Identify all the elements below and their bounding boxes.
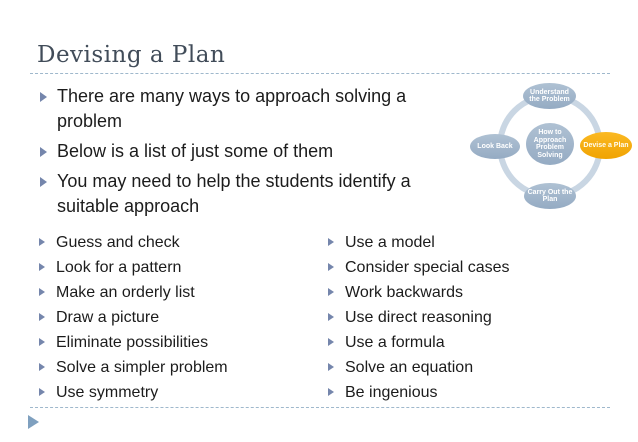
list-item: Make an orderly list: [30, 280, 319, 305]
intro-bullet-text: You may need to help the students identi…: [57, 171, 411, 216]
bullet-triangle-icon: [328, 363, 334, 371]
strategy-text: Eliminate possibilities: [56, 334, 209, 351]
diagram-node-carry-out-the-plan: Carry Out the Plan: [524, 183, 576, 209]
intro-bullet-text: Below is a list of just some of them: [57, 141, 334, 161]
list-item: Use direct reasoning: [319, 305, 608, 330]
bullet-triangle-icon: [328, 238, 334, 246]
bullet-triangle-icon: [328, 388, 334, 396]
strategy-text: Use symmetry: [56, 384, 159, 401]
bullet-triangle-icon: [39, 388, 45, 396]
strategy-column-left: Guess and check Look for a pattern Make …: [30, 230, 319, 405]
strategy-text: Look for a pattern: [56, 259, 182, 276]
bullet-triangle-icon: [40, 92, 47, 102]
list-item: Eliminate possibilities: [30, 330, 319, 355]
bullet-triangle-icon: [39, 363, 45, 371]
bullet-triangle-icon: [40, 147, 47, 157]
list-item: Draw a picture: [30, 305, 319, 330]
list-item: Use a model: [319, 230, 608, 255]
page-title: Devising a Plan: [37, 42, 226, 68]
diagram-node-center: How to Approach Problem Solving: [526, 123, 574, 165]
list-item: Below is a list of just some of them: [30, 139, 464, 164]
list-item: Look for a pattern: [30, 255, 319, 280]
strategy-text: Use a model: [345, 234, 435, 251]
bullet-triangle-icon: [39, 263, 45, 271]
strategy-text: Work backwards: [345, 284, 463, 301]
footer-arrow-icon: [28, 415, 39, 429]
strategy-text: Consider special cases: [345, 259, 510, 276]
list-item: Guess and check: [30, 230, 319, 255]
list-item: Be ingenious: [319, 380, 608, 405]
list-item: Solve a simpler problem: [30, 355, 319, 380]
strategy-text: Solve an equation: [345, 359, 474, 376]
title-divider: [30, 73, 610, 74]
diagram-node-understand-the-problem: Understand the Problem: [523, 83, 576, 109]
intro-bullet-text: There are many ways to approach solving …: [57, 86, 407, 131]
bullet-triangle-icon: [39, 238, 45, 246]
diagram-node-devise-a-plan: Devise a Plan: [580, 132, 632, 159]
bullet-triangle-icon: [40, 177, 47, 187]
strategy-text: Be ingenious: [345, 384, 438, 401]
bullet-triangle-icon: [39, 338, 45, 346]
list-item: Work backwards: [319, 280, 608, 305]
list-item: Consider special cases: [319, 255, 608, 280]
list-item: Use symmetry: [30, 380, 319, 405]
list-item: Use a formula: [319, 330, 608, 355]
footer-divider: [30, 407, 610, 408]
strategy-columns: Guess and check Look for a pattern Make …: [30, 230, 608, 405]
strategy-text: Solve a simpler problem: [56, 359, 228, 376]
strategy-text: Use direct reasoning: [345, 309, 492, 326]
bullet-triangle-icon: [328, 313, 334, 321]
strategy-text: Make an orderly list: [56, 284, 195, 301]
bullet-triangle-icon: [39, 313, 45, 321]
strategy-text: Draw a picture: [56, 309, 160, 326]
bullet-triangle-icon: [328, 288, 334, 296]
strategy-column-right: Use a model Consider special cases Work …: [319, 230, 608, 405]
bullet-triangle-icon: [328, 338, 334, 346]
list-item: Solve an equation: [319, 355, 608, 380]
list-item: You may need to help the students identi…: [30, 169, 464, 219]
bullet-triangle-icon: [328, 263, 334, 271]
diagram-node-look-back: Look Back: [470, 134, 520, 159]
strategy-text: Use a formula: [345, 334, 445, 351]
strategy-text: Guess and check: [56, 234, 180, 251]
bullet-triangle-icon: [39, 288, 45, 296]
list-item: There are many ways to approach solving …: [30, 84, 464, 134]
intro-bullet-list: There are many ways to approach solving …: [30, 84, 464, 224]
